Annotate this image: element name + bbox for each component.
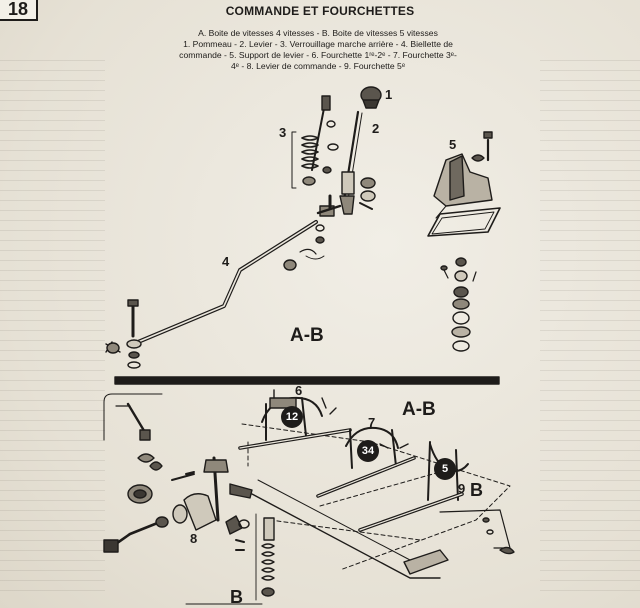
callout-2: 2: [372, 121, 380, 136]
callout-9: 9: [458, 481, 466, 496]
caption-line: commande - 5. Support de levier - 6. Fou…: [179, 50, 457, 60]
fork-3-4: [316, 426, 416, 498]
callout-3: 3: [279, 125, 287, 140]
control-lever-8: [137, 453, 253, 531]
variant-label-ab-top: A-B: [290, 325, 324, 346]
caption-line: 4ᵉ - 8. Levier de commande - 9. Fourchet…: [230, 61, 406, 71]
gear-knob: [360, 86, 382, 109]
reverse-lock-assembly: [291, 95, 339, 189]
badge-5: 5: [434, 458, 456, 480]
fork-1-2: [238, 389, 352, 450]
callout-8: 8: [190, 531, 198, 546]
caption-line: 1. Pommeau - 2. Levier - 3. Verrouillage…: [183, 39, 453, 49]
badge-12: 12: [281, 406, 303, 428]
variant-label-ab-bottom: A-B: [402, 399, 436, 420]
selector-shaft: [251, 479, 449, 579]
figure-caption: A. Boite de vitesses 4 vitesses - B. Boi…: [108, 28, 528, 72]
callout-7: 7: [368, 415, 376, 430]
gear-lever: [339, 110, 363, 215]
control-rod: [105, 220, 318, 369]
bleed-through-text-right: [540, 60, 640, 600]
lever-support-5: [427, 131, 501, 237]
badge-34: 34: [357, 440, 379, 462]
page-number: 18: [0, 0, 38, 21]
fork-5: [358, 441, 515, 555]
inset-frame: [103, 393, 163, 441]
variant-label-b-bottom: B: [230, 587, 243, 607]
lever-8-hardware: [103, 484, 250, 553]
callout-6: 6: [295, 383, 303, 398]
callout-5: 5: [449, 137, 457, 152]
bleed-through-text-left: [0, 60, 105, 600]
caption-line: A. Boite de vitesses 4 vitesses - B. Boi…: [198, 28, 438, 38]
variant-label-b-right: B: [470, 480, 483, 500]
callout-1: 1: [385, 87, 393, 102]
support-hardware: [440, 257, 477, 352]
detent-stack-b: [185, 513, 275, 605]
separator-bar: [114, 376, 500, 385]
page-title: COMMANDE ET FOURCHETTES: [225, 4, 415, 18]
lever-pivot-parts: [283, 177, 376, 271]
callout-4: 4: [222, 254, 230, 269]
